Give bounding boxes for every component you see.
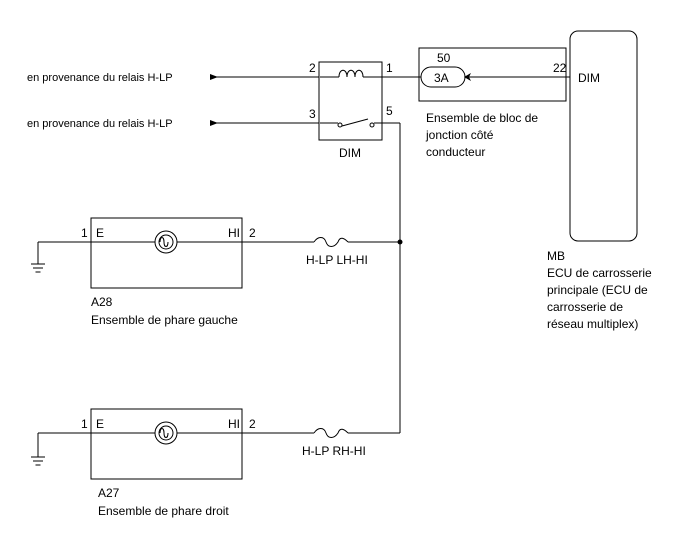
input-label-1: en provenance du relais H-LP	[27, 72, 173, 84]
input-wire-2: en provenance du relais H-LP	[27, 118, 338, 130]
relay-pin-3: 3	[309, 107, 316, 121]
junction-block: 50 3A Ensemble de bloc de jonction côté …	[382, 47, 572, 159]
ecu-pin-name: DIM	[578, 71, 600, 85]
relay-switch-icon	[341, 118, 369, 127]
relay-contact-icon	[369, 122, 375, 128]
left-fuse-label: H-LP LH-HI	[306, 253, 368, 267]
junction-label-line3: conducteur	[426, 145, 485, 159]
ground-icon	[31, 263, 45, 273]
input-wire-1: en provenance du relais H-LP	[27, 72, 320, 84]
relay-contact-icon	[337, 122, 343, 128]
left-headlamp-name: Ensemble de phare gauche	[91, 313, 238, 327]
connector-label: 3A	[434, 71, 449, 85]
input-label-2: en provenance du relais H-LP	[27, 118, 173, 130]
junction-label-line1: Ensemble de bloc de	[426, 111, 538, 125]
left-headlamp-code: A28	[91, 295, 113, 309]
right-pin-1: 1	[81, 417, 88, 431]
right-pin-2: 2	[249, 417, 256, 431]
right-pin-hi-label: HI	[228, 417, 240, 431]
left-pin-e-label: E	[96, 226, 104, 240]
ecu-label-line2: principale (ECU de	[547, 283, 648, 297]
right-fuse-label: H-LP RH-HI	[302, 444, 366, 458]
ecu-box	[569, 30, 638, 242]
arrow-right-icon	[210, 120, 218, 126]
fuse-icon	[313, 237, 349, 247]
ecu-label-line1: ECU de carrosserie	[547, 266, 652, 280]
right-headlamp-code: A27	[98, 486, 120, 500]
ecu: 22 DIM MB ECU de carrosserie principale …	[547, 30, 652, 331]
relay-coil-icon	[338, 69, 364, 78]
left-pin-hi-label: HI	[228, 226, 240, 240]
right-headlamp: 1 E HI 2 H-LP RH-HI A27 Ensemble de phar…	[31, 408, 400, 518]
relay-name: DIM	[339, 146, 361, 160]
left-pin-2: 2	[249, 226, 256, 240]
ecu-pin-22: 22	[553, 61, 567, 75]
bulb-icon	[154, 421, 178, 445]
bulb-icon	[154, 230, 178, 254]
right-headlamp-name: Ensemble de phare droit	[98, 504, 229, 518]
left-pin-1: 1	[81, 226, 88, 240]
junction-label-line2: jonction côté	[425, 128, 494, 142]
ecu-label-line3: carrosserie de	[547, 300, 623, 314]
junction-top-number: 50	[437, 51, 451, 65]
left-headlamp: 1 E HI 2 H-LP LH-HI A28 Ensemble de phar…	[31, 217, 400, 327]
fuse-icon	[313, 428, 349, 438]
dim-relay: 2 1 3 5 DIM	[309, 61, 400, 160]
arrow-right-icon	[210, 74, 218, 80]
right-pin-e-label: E	[96, 417, 104, 431]
relay-pin-5: 5	[386, 104, 393, 118]
dim-relay-box	[318, 61, 383, 141]
ecu-code: MB	[547, 249, 565, 263]
relay-pin-2: 2	[309, 61, 316, 75]
relay-pin-1: 1	[386, 61, 393, 75]
ground-icon	[31, 456, 45, 466]
ecu-label-line4: réseau multiplex)	[547, 317, 638, 331]
connector-arrow-icon	[464, 73, 471, 81]
